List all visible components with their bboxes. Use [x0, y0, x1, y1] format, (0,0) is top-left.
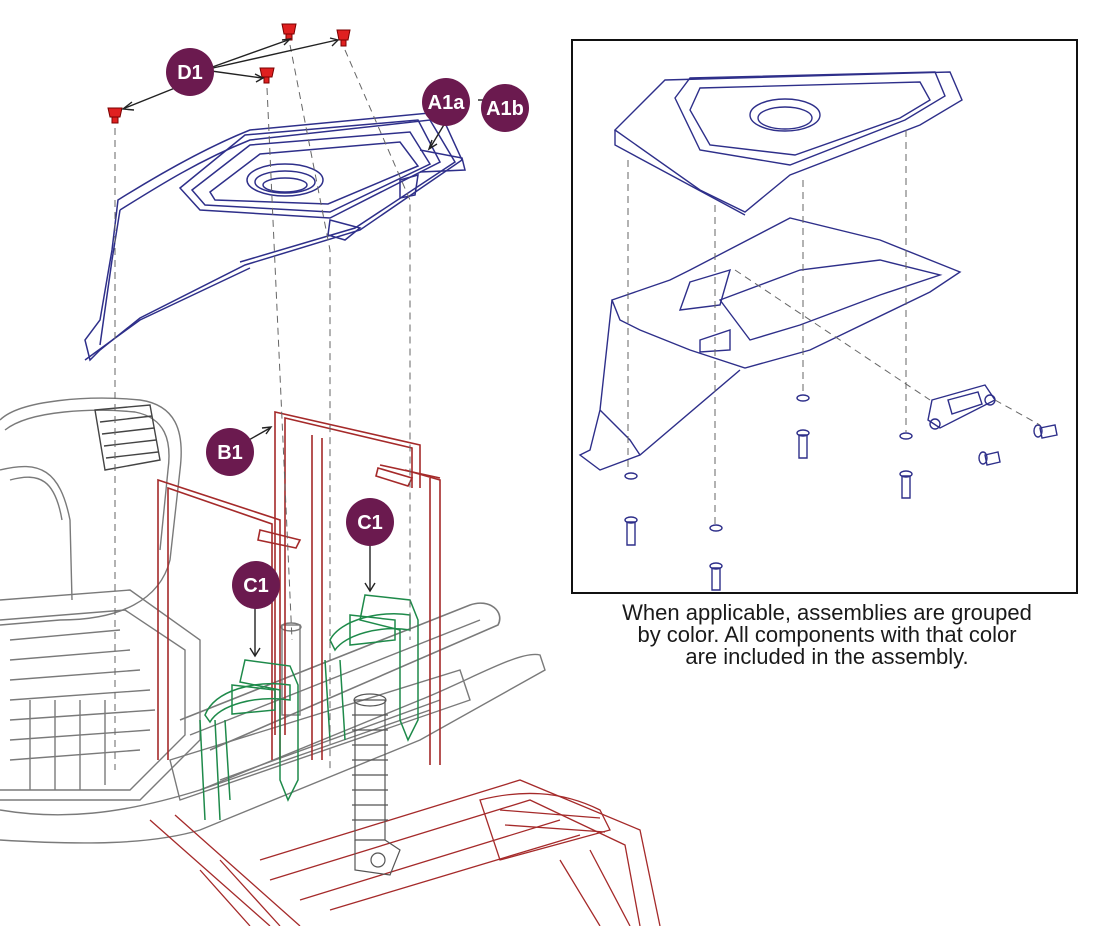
cap-1	[281, 23, 297, 41]
note-line-3: are included in the assembly.	[685, 644, 969, 669]
callout-a1b-label: A1b	[486, 98, 524, 120]
callout-b1-label: B1	[217, 442, 243, 464]
note-line-1: When applicable, assemblies are grouped	[622, 600, 1032, 625]
cap-3	[259, 67, 275, 84]
callout-a1a: A1a	[422, 78, 470, 126]
callout-c1-left-label: C1	[243, 575, 269, 597]
inset-lower-shroud	[611, 217, 962, 369]
callout-a1b: A1b	[481, 84, 529, 132]
inset-detail-panel	[571, 39, 1078, 594]
callout-c1-right: C1	[346, 498, 394, 546]
inset-top-cover	[613, 71, 963, 213]
leader-lines	[121, 37, 488, 658]
cap-2	[336, 29, 351, 47]
inset-bracket	[927, 384, 997, 429]
shroud-assembly-a1	[84, 111, 466, 362]
note-line-2: by color. All components with that color	[637, 622, 1017, 647]
scooter-body	[0, 397, 546, 844]
assembly-color-note: When applicable, assemblies are grouped …	[572, 602, 1082, 668]
callout-a1a-label: A1a	[428, 92, 466, 114]
cap-4	[107, 107, 123, 124]
shock-absorber	[352, 693, 401, 876]
red-frame	[149, 779, 661, 926]
callout-d1-label: D1	[177, 62, 203, 84]
callout-c1-right-label: C1	[357, 512, 383, 534]
callout-b1: B1	[206, 428, 254, 476]
inset-screws	[624, 394, 1058, 591]
callout-d1: D1	[166, 48, 214, 96]
alignment-lines	[114, 44, 411, 770]
callout-c1-left: C1	[232, 561, 280, 609]
